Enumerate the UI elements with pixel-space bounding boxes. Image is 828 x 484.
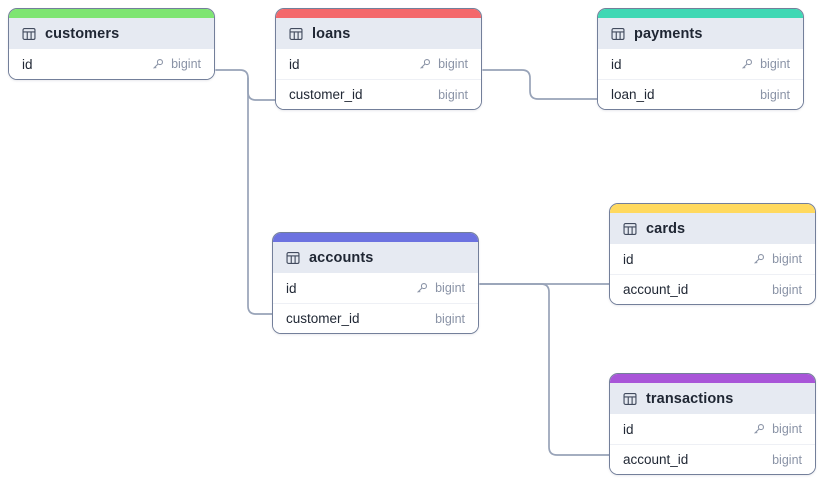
table-row[interactable]: id bigint — [610, 414, 815, 444]
column-type: bigint — [772, 422, 802, 436]
table-header: payments — [598, 18, 803, 49]
table-node-customers[interactable]: customers id bigint — [8, 8, 215, 80]
column-type: bigint — [171, 57, 201, 71]
key-icon — [151, 58, 164, 71]
table-icon — [623, 392, 637, 406]
column-name: id — [611, 56, 622, 72]
column-type: bigint — [760, 87, 790, 102]
table-icon — [289, 27, 303, 41]
column-name: id — [623, 251, 634, 267]
table-header: customers — [9, 18, 214, 49]
column-meta: bigint — [752, 252, 802, 266]
table-node-payments[interactable]: payments id bigint loan_id bigint — [597, 8, 804, 110]
table-header: accounts — [273, 242, 478, 273]
column-name: account_id — [623, 452, 689, 467]
table-row[interactable]: id bigint — [273, 273, 478, 303]
table-row[interactable]: id bigint — [610, 244, 815, 274]
edge-loans-payments — [482, 69, 598, 100]
column-meta: bigint — [151, 57, 201, 71]
table-header: transactions — [610, 383, 815, 414]
table-icon — [623, 222, 637, 236]
edge-customers-loans — [215, 69, 276, 101]
table-header: loans — [276, 18, 481, 49]
table-row[interactable]: account_id bigint — [610, 444, 815, 474]
table-name: accounts — [309, 249, 374, 266]
key-icon — [415, 282, 428, 295]
accent-bar — [276, 9, 481, 18]
column-type: bigint — [438, 57, 468, 71]
column-meta: bigint — [740, 88, 790, 102]
table-row[interactable]: id bigint — [9, 49, 214, 79]
accent-bar — [610, 204, 815, 213]
table-node-loans[interactable]: loans id bigint customer_id bigint — [275, 8, 482, 110]
column-meta: bigint — [418, 57, 468, 71]
accent-bar — [598, 9, 803, 18]
column-type: bigint — [772, 282, 802, 297]
column-meta: bigint — [752, 422, 802, 436]
column-name: customer_id — [289, 87, 363, 102]
table-node-cards[interactable]: cards id bigint account_id bigint — [609, 203, 816, 305]
column-name: customer_id — [286, 311, 360, 326]
column-meta: bigint — [740, 57, 790, 71]
table-name: transactions — [646, 390, 734, 407]
column-type: bigint — [760, 57, 790, 71]
table-icon — [611, 27, 625, 41]
table-row[interactable]: account_id bigint — [610, 274, 815, 304]
accent-bar — [273, 233, 478, 242]
table-header: cards — [610, 213, 815, 244]
column-name: id — [286, 280, 297, 296]
table-name: loans — [312, 25, 351, 42]
column-name: id — [22, 56, 33, 72]
column-meta: bigint — [415, 281, 465, 295]
key-icon — [740, 58, 753, 71]
column-meta: bigint — [418, 88, 468, 102]
table-name: cards — [646, 220, 686, 237]
column-type: bigint — [435, 281, 465, 295]
column-name: account_id — [623, 282, 689, 297]
column-type: bigint — [438, 87, 468, 102]
column-type: bigint — [772, 452, 802, 467]
table-row[interactable]: customer_id bigint — [273, 303, 478, 333]
column-name: loan_id — [611, 87, 655, 102]
edge-customers-accounts — [247, 77, 273, 315]
accent-bar — [9, 9, 214, 18]
edge-accounts-transactions — [479, 283, 610, 456]
column-meta: bigint — [752, 283, 802, 297]
column-type: bigint — [435, 311, 465, 326]
column-name: id — [623, 421, 634, 437]
key-icon — [752, 423, 765, 436]
table-row[interactable]: loan_id bigint — [598, 79, 803, 109]
table-row[interactable]: id bigint — [598, 49, 803, 79]
key-icon — [418, 58, 431, 71]
table-node-accounts[interactable]: accounts id bigint customer_id bigint — [272, 232, 479, 334]
column-meta: bigint — [415, 312, 465, 326]
column-name: id — [289, 56, 300, 72]
table-node-transactions[interactable]: transactions id bigint account_id bigint — [609, 373, 816, 475]
accent-bar — [610, 374, 815, 383]
table-name: customers — [45, 25, 120, 42]
table-icon — [286, 251, 300, 265]
table-name: payments — [634, 25, 703, 42]
table-row[interactable]: customer_id bigint — [276, 79, 481, 109]
key-icon — [752, 253, 765, 266]
table-row[interactable]: id bigint — [276, 49, 481, 79]
column-type: bigint — [772, 252, 802, 266]
column-meta: bigint — [752, 453, 802, 467]
table-icon — [22, 27, 36, 41]
